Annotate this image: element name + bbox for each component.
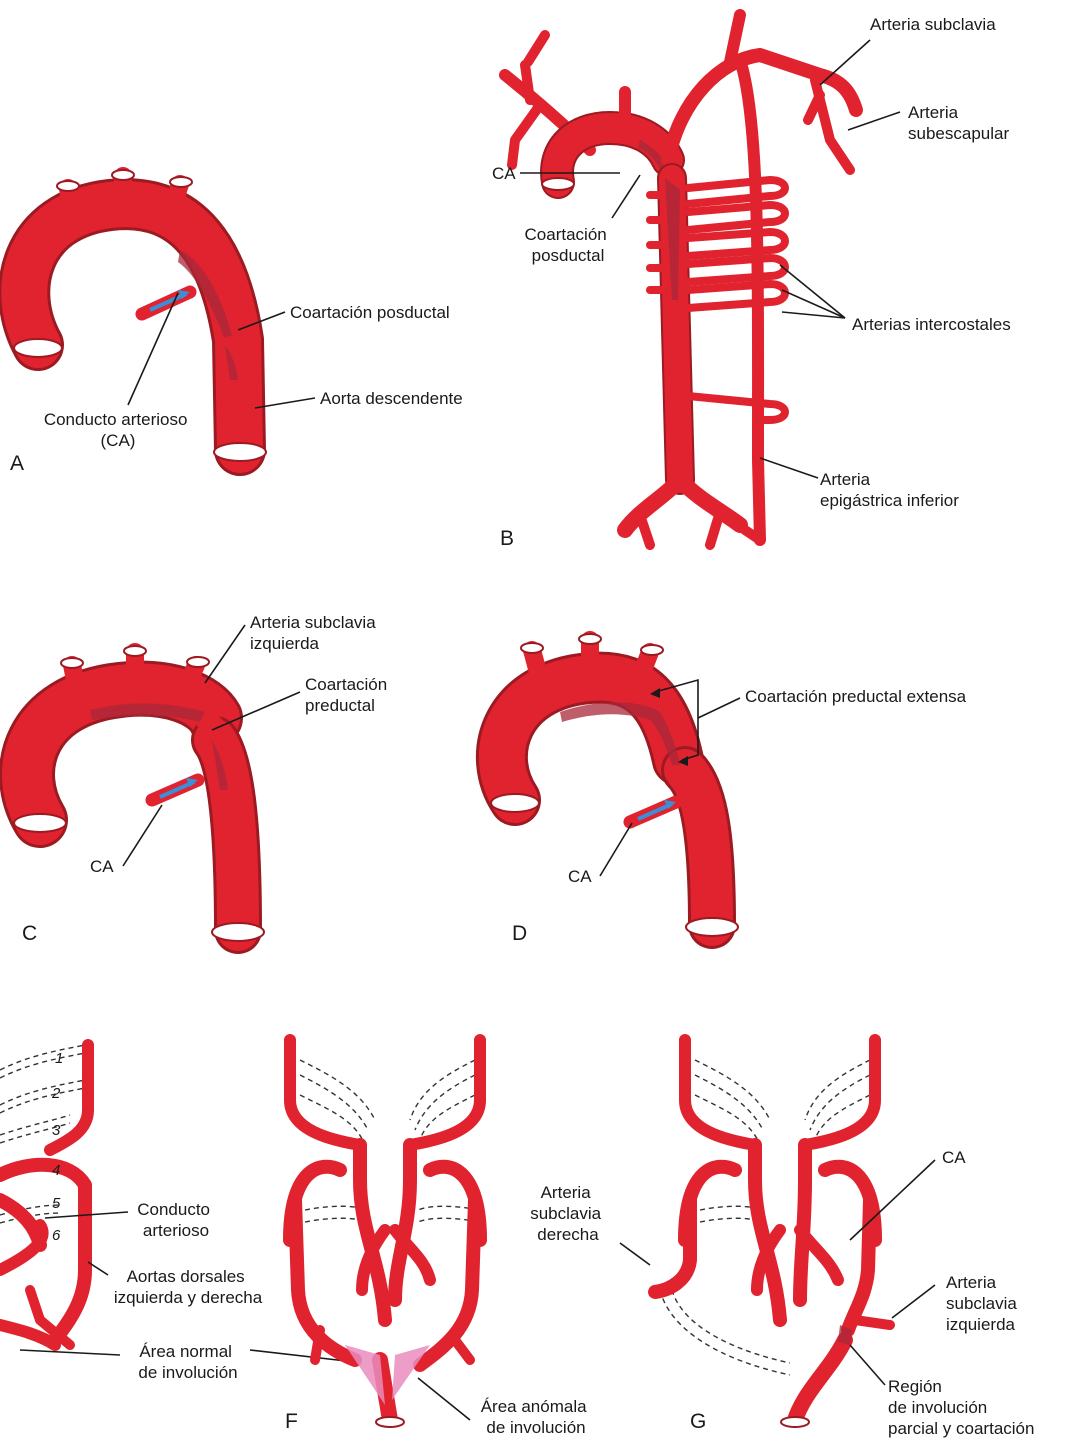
label-e-aortas-line1: Aortas dorsales <box>127 1267 245 1286</box>
label-b-subescapular-line2: subescapular <box>908 124 1009 143</box>
label-b-epigastrica-line1: Arteria <box>820 470 871 489</box>
label-a-ca-line1: Conducto arterioso <box>44 410 188 429</box>
label-e-conducto: Conducto arterioso <box>137 1200 215 1240</box>
panel-e-vessels <box>0 1045 88 1345</box>
panel-f-vessels <box>290 1040 480 1427</box>
panel-g-vessels <box>655 1040 890 1427</box>
label-e-normal-line2: de involución <box>138 1363 237 1382</box>
label-b-ca: CA <box>492 164 516 183</box>
label-c-subclavia: Arteria subclavia izquierda <box>250 613 380 653</box>
arch-number-2: 2 <box>51 1085 61 1102</box>
label-b-coart-line1: Coartación <box>525 225 607 244</box>
label-a-ca-line2: (CA) <box>101 431 136 450</box>
label-c-ca: CA <box>90 857 114 876</box>
label-b-coart-line2: posductal <box>532 246 605 265</box>
label-g-subclavia-izq-line1: Arteria <box>946 1273 997 1292</box>
label-c-coart-line1: Coartación <box>305 675 387 694</box>
arch-number-1: 1 <box>55 1050 63 1067</box>
label-d-coart: Coartación preductal extensa <box>745 687 967 706</box>
label-g-subclavia-izq-line3: izquierda <box>946 1315 1016 1334</box>
panel-letter-g: G <box>690 1410 706 1433</box>
label-g-region-line2: de involución <box>888 1398 987 1417</box>
label-b-epigastrica-line2: epigástrica inferior <box>820 491 959 510</box>
label-a-aorta: Aorta descendente <box>320 389 463 408</box>
label-d-ca: CA <box>568 867 592 886</box>
panel-letter-a: A <box>10 452 24 475</box>
panel-c-aorta <box>14 646 264 941</box>
label-e-conducto-line1: Conducto <box>137 1200 210 1219</box>
label-f-anomala-line1: Área anómala <box>481 1397 587 1416</box>
label-f-anomala-line2: de involución <box>486 1418 585 1437</box>
panel-letter-b: B <box>500 527 514 550</box>
label-b-subescapular: Arteria subescapular <box>908 103 1009 143</box>
label-f-anomala: Área anómala de involución <box>481 1397 592 1437</box>
label-g-subclavia-der: Arteria subclavia derecha <box>530 1183 606 1244</box>
panel-g: Arteria subclavia derecha CA Arteria sub… <box>530 1040 1034 1438</box>
label-b-intercostales: Arterias intercostales <box>852 315 1011 334</box>
panel-letter-c: C <box>22 922 37 945</box>
label-c-coart: Coartación preductal <box>305 675 392 715</box>
label-e-conducto-line2: arterioso <box>143 1221 209 1240</box>
label-b-coart: Coartación posductal <box>525 225 612 265</box>
label-g-subclavia-der-line3: derecha <box>537 1225 599 1244</box>
panel-d: Coartación preductal extensa CA D <box>491 634 967 945</box>
label-a-coart: Coartación posductal <box>290 303 450 322</box>
label-b-subescapular-line1: Arteria <box>908 103 959 122</box>
label-g-subclavia-der-line1: Arteria <box>541 1183 592 1202</box>
label-e-normal: Área normal de involución <box>138 1342 237 1382</box>
panel-c: Arteria subclavia izquierda Coartación p… <box>14 613 392 945</box>
arch-number-6: 6 <box>52 1227 61 1244</box>
label-g-region-line1: Región <box>888 1377 942 1396</box>
label-g-subclavia-izq-line2: subclavia <box>946 1294 1017 1313</box>
label-c-subclavia-line2: izquierda <box>250 634 320 653</box>
label-g-ca: CA <box>942 1148 966 1167</box>
label-a-ca: Conducto arterioso (CA) <box>44 410 192 450</box>
label-c-coart-line2: preductal <box>305 696 375 715</box>
label-g-subclavia-izq: Arteria subclavia izquierda <box>946 1273 1022 1334</box>
panel-d-aorta <box>491 634 738 936</box>
arch-number-4: 4 <box>52 1162 60 1179</box>
label-e-normal-line1: Área normal <box>139 1342 232 1361</box>
label-e-aortas-line2: izquierda y derecha <box>114 1288 263 1307</box>
label-c-subclavia-line1: Arteria subclavia <box>250 613 376 632</box>
panel-b-vessels <box>505 15 856 545</box>
arch-number-5: 5 <box>52 1195 61 1212</box>
label-b-subclavia: Arteria subclavia <box>870 15 996 34</box>
label-e-aortas: Aortas dorsales izquierda y derecha <box>114 1267 263 1307</box>
panel-letter-f: F <box>285 1410 298 1433</box>
panel-b: Arteria subclavia Arteria subescapular C… <box>492 15 1011 550</box>
label-b-epigastrica: Arteria epigástrica inferior <box>820 470 959 510</box>
arch-number-3: 3 <box>52 1122 61 1139</box>
panel-letter-d: D <box>512 922 527 945</box>
panel-a: Conducto arterioso (CA) Coartación posdu… <box>10 170 463 475</box>
label-g-region: Región de involución parcial y coartació… <box>888 1377 1034 1438</box>
label-g-region-line3: parcial y coartación <box>888 1419 1034 1438</box>
label-g-subclavia-der-line2: subclavia <box>530 1204 601 1223</box>
